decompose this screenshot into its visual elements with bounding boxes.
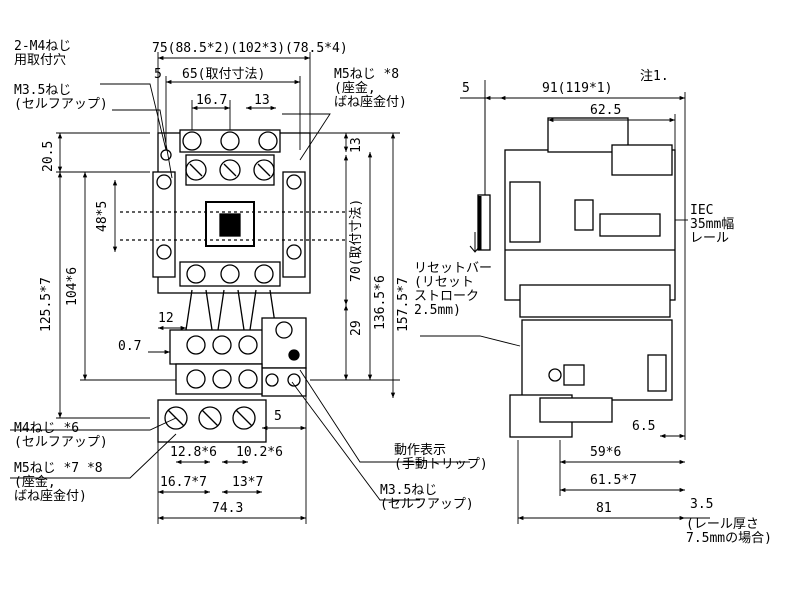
m5-screw-bottom-label: M5ねじ *7 *8 (座金, ばね座金付) (14, 461, 103, 504)
dim-12-label: 12 (158, 311, 174, 326)
dim-13-right-label: 13 (349, 137, 364, 153)
front-view (120, 129, 345, 443)
dim-65-label: 65(取付寸法) (182, 67, 266, 82)
dim-157-5-label: 157.5*7 (396, 277, 411, 332)
side-dim-6-5-label: 6.5 (632, 419, 656, 434)
m35-screw-bottom-label: M3.5ねじ (セルフアップ) (380, 483, 474, 512)
dim-13b-label: 13*7 (232, 475, 264, 490)
side-view (477, 90, 676, 438)
dim-12-8-label: 12.8*6 (170, 445, 217, 460)
dim-5-mid-label: 5 (274, 409, 282, 424)
dim-74-3-label: 74.3 (212, 501, 244, 516)
width-total-label: 75(88.5*2)(102*3)(78.5*4) (152, 41, 348, 56)
aux-block-left (152, 171, 176, 278)
side-dim-61-5-label: 61.5*7 (590, 473, 637, 488)
rail-thickness-note: (レール厚さ 7.5mmの場合) (686, 517, 772, 546)
dim-70-label: 70(取付寸法) (349, 198, 364, 282)
dim-0-7-label: 0.7 (118, 339, 142, 354)
side-dim-91-label: 91(119*1) (542, 81, 613, 96)
dim-48-label: 48*5 (95, 200, 110, 232)
dim-10-2-label: 10.2*6 (236, 445, 283, 460)
reset-bar-label: リセットバー (リセット ストローク 2.5mm) (414, 261, 493, 318)
m35-screw-top-label: M3.5ねじ (セルフアップ) (14, 83, 108, 112)
dim-136-5-label: 136.5*6 (373, 275, 388, 330)
dim-104-label: 104*6 (65, 266, 80, 306)
top-terminals (179, 129, 281, 186)
aux-block-right (282, 171, 306, 278)
dim-29-label: 29 (349, 320, 364, 336)
mount-screw-label: 2-M4ねじ 用取付穴 (14, 39, 72, 68)
dim-16-7b-label: 16.7*7 (160, 475, 207, 490)
note-label: 注1. (640, 69, 669, 84)
indicator-label: 動作表示 (手動トリップ) (394, 443, 488, 472)
side-dim-5-label: 5 (462, 81, 470, 96)
dim-5-top-label: 5 (154, 67, 162, 82)
dim-16-7-label: 16.7 (196, 93, 228, 108)
m5-screw-top-label: M5ねじ *8 (座金, ばね座金付) (334, 67, 407, 110)
side-dim-62-5-label: 62.5 (590, 103, 622, 118)
m4-screw-label: M4ねじ *6 (セルフアップ) (14, 421, 108, 450)
side-dim-81-label: 81 (596, 501, 612, 516)
dim-20-5-label: 20.5 (41, 140, 56, 172)
side-dim-3-5-label: 3.5 (690, 497, 714, 512)
rail-label: IEC 35mm幅 レール (690, 203, 735, 246)
dim-125-5-label: 125.5*7 (39, 277, 54, 332)
dim-13-top-label: 13 (254, 93, 270, 108)
side-dim-59-label: 59*6 (590, 445, 622, 460)
